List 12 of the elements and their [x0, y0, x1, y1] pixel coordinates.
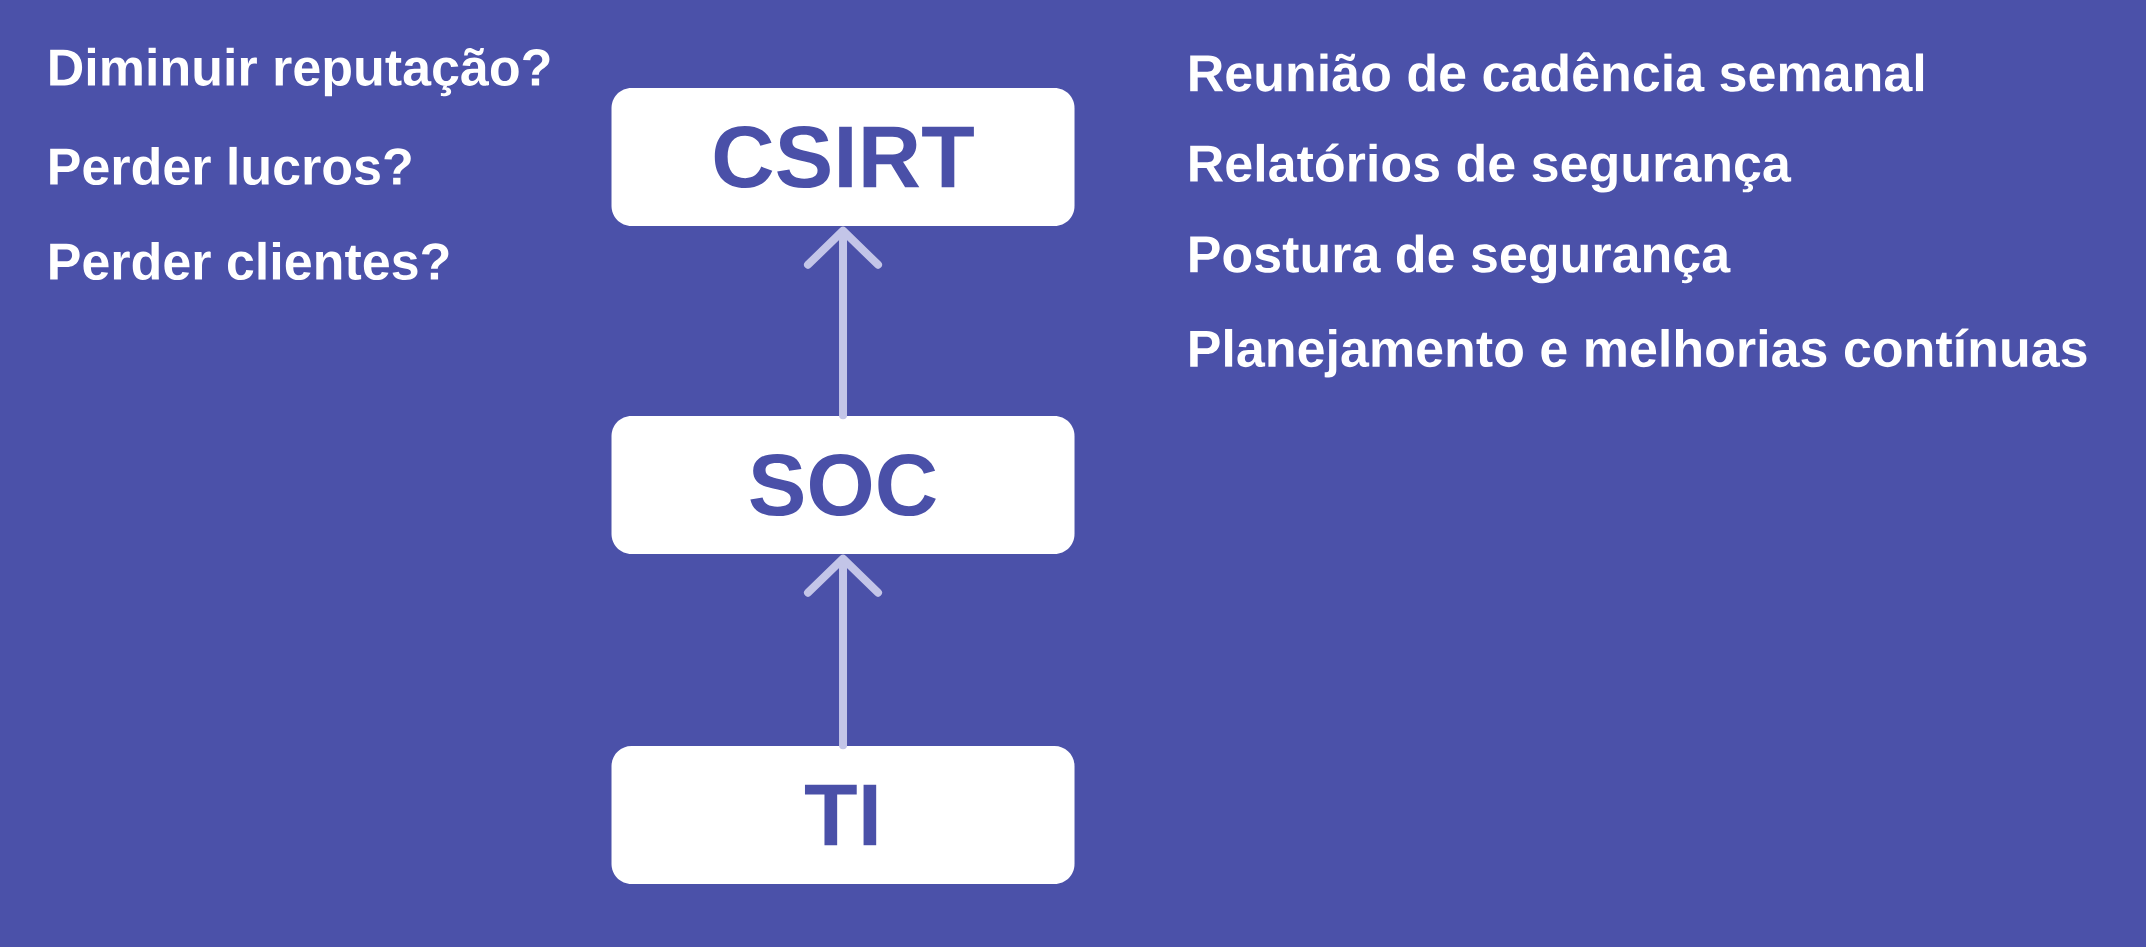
arrow — [804, 226, 882, 420]
text-label: Planejamento e melhorias contínuas — [1190, 328, 2087, 378]
text-label: Perder lucros? — [50, 146, 411, 186]
process-box: TI — [611, 746, 1075, 884]
process-box: CSIRT — [611, 88, 1075, 226]
text-label: Perder clientes? — [50, 241, 449, 281]
text-label: Reunião de cadência semanal — [1190, 52, 1924, 92]
text-label: Diminuir reputação? — [50, 47, 550, 97]
arrow — [804, 554, 882, 750]
text-label: Relatórios de segurança — [1190, 143, 1792, 193]
text-label: Postura de segurança — [1190, 234, 1731, 284]
process-box: SOC — [611, 416, 1075, 554]
